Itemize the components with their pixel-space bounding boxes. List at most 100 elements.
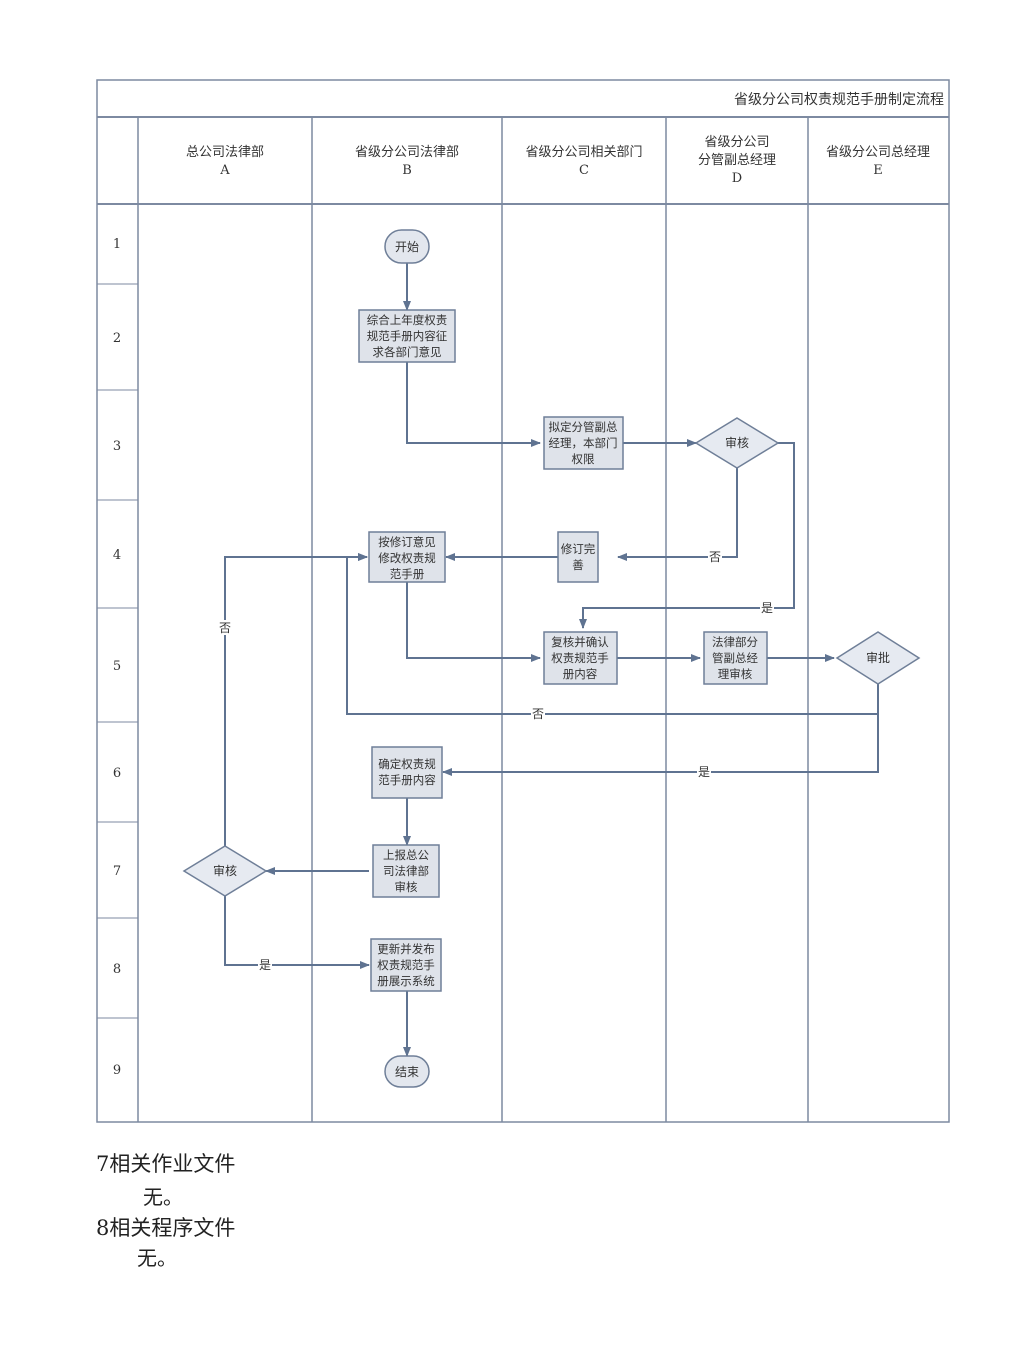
row-number: 3 bbox=[113, 439, 121, 454]
node-b7-line1: 上报总公 bbox=[383, 848, 429, 862]
edge-d3-no-to-c4 bbox=[617, 468, 738, 561]
section-8-body: 无。 bbox=[137, 1246, 177, 1270]
label-bg bbox=[708, 549, 722, 564]
process-box bbox=[543, 631, 618, 685]
row-number: 4 bbox=[113, 548, 121, 563]
node-c3-line1: 拟定分管副总 bbox=[549, 420, 618, 434]
lane-e-name: 省级分公司总经理 bbox=[826, 145, 930, 160]
label-bg bbox=[697, 764, 711, 779]
node-c4: 修订完 善 bbox=[557, 531, 599, 583]
node-end: 结束 bbox=[384, 1055, 430, 1088]
node-b4-line1: 按修订意见 bbox=[378, 535, 436, 549]
lane-c-name: 省级分公司相关部门 bbox=[525, 145, 642, 160]
node-b4-line3: 范手册 bbox=[390, 567, 425, 581]
swimlane-table bbox=[96, 79, 950, 1123]
node-e5-label: 审批 bbox=[866, 650, 890, 665]
label-e5-no: 否 bbox=[532, 707, 544, 721]
row-number: 7 bbox=[113, 864, 121, 879]
flowchart: 省级分公司权责规范手册制定流程 总公司法律部 A 省级分公司法律部 B 省级分公… bbox=[96, 79, 950, 1123]
process-box bbox=[372, 844, 440, 898]
node-c5-line3: 册内容 bbox=[563, 667, 598, 681]
node-b2-line1: 综合上年度权责 bbox=[367, 313, 448, 327]
node-c4-line2: 善 bbox=[572, 558, 584, 572]
edge-e5-yes-to-b6 bbox=[442, 714, 879, 776]
row-number: 9 bbox=[113, 1063, 121, 1078]
node-b8-line2: 权责规范手 bbox=[377, 958, 435, 972]
node-b6: 确定权责规 范手册内容 bbox=[371, 746, 443, 799]
decision-diamond bbox=[835, 631, 921, 685]
section-8-title: 8相关程序文件 bbox=[96, 1216, 236, 1240]
node-b6-line2: 范手册内容 bbox=[378, 773, 436, 787]
label-bg bbox=[760, 600, 774, 615]
node-d3-label: 审核 bbox=[725, 435, 749, 450]
edge-b2-to-c3 bbox=[406, 362, 541, 447]
label-a7-no: 否 bbox=[219, 621, 231, 635]
label-bg bbox=[258, 957, 272, 972]
row-number: 2 bbox=[113, 331, 121, 346]
node-e5: 审批 bbox=[835, 631, 921, 685]
node-b8-line1: 更新并发布 bbox=[377, 942, 435, 956]
lane-c-letter: C bbox=[579, 163, 589, 178]
node-c3: 拟定分管副总 经理，本部门 权限 bbox=[543, 416, 624, 470]
label-d3-no: 否 bbox=[709, 550, 721, 564]
row-number: 1 bbox=[113, 237, 121, 252]
node-d3: 审核 bbox=[694, 417, 780, 469]
edge-b4-to-c5 bbox=[406, 582, 541, 662]
connectors bbox=[224, 263, 879, 1057]
lane-d-name-line2: 分管副总经理 bbox=[698, 153, 776, 168]
node-a7-label: 审核 bbox=[213, 863, 237, 878]
node-d5-line2: 管副总经 bbox=[712, 651, 758, 665]
section-7-body: 无。 bbox=[143, 1185, 183, 1209]
row-number: 6 bbox=[113, 766, 121, 781]
lane-b-letter: B bbox=[402, 163, 412, 178]
node-b7-line2: 司法律部 bbox=[383, 864, 429, 878]
process-box bbox=[371, 746, 443, 799]
lane-d-name-line1: 省级分公司 bbox=[704, 135, 769, 150]
node-a7: 审核 bbox=[182, 845, 268, 897]
node-b8: 更新并发布 权责规范手 册展示系统 bbox=[370, 938, 442, 992]
label-e5-yes: 是 bbox=[698, 765, 710, 779]
process-box bbox=[703, 631, 768, 685]
node-b7: 上报总公 司法律部 审核 bbox=[372, 844, 440, 898]
edge-d3-yes-to-c5 bbox=[579, 442, 795, 629]
row-number: 8 bbox=[113, 962, 121, 977]
edge-a7-yes-to-b8 bbox=[224, 896, 370, 969]
terminator-shape bbox=[384, 1055, 430, 1088]
node-b7-line3: 审核 bbox=[395, 880, 418, 894]
process-box bbox=[543, 416, 624, 470]
node-c4-line1: 修订完 bbox=[561, 542, 596, 556]
process-box bbox=[557, 531, 599, 583]
label-d3-yes: 是 bbox=[761, 601, 773, 615]
decision-diamond bbox=[182, 845, 268, 897]
row-number: 5 bbox=[113, 659, 121, 674]
end-label: 结束 bbox=[395, 1065, 419, 1079]
node-b2-line3: 求各部门意见 bbox=[373, 345, 442, 359]
label-bg bbox=[531, 706, 545, 721]
terminator-shape bbox=[384, 229, 430, 264]
node-d5-line1: 法律部分 bbox=[712, 635, 758, 649]
node-c5-line2: 权责规范手 bbox=[551, 651, 609, 665]
table-border bbox=[96, 79, 950, 1123]
label-bg bbox=[218, 620, 232, 635]
node-c5: 复核并确认 权责规范手 册内容 bbox=[543, 631, 618, 685]
node-b2-line2: 规范手册内容征 bbox=[367, 329, 448, 343]
node-d5-line3: 理审核 bbox=[718, 667, 753, 681]
node-c3-line2: 经理，本部门 bbox=[549, 436, 618, 450]
lane-b-name: 省级分公司法律部 bbox=[355, 145, 459, 160]
lane-a-name: 总公司法律部 bbox=[186, 145, 264, 160]
node-b2: 综合上年度权责 规范手册内容征 求各部门意见 bbox=[358, 309, 456, 363]
label-a7-yes: 是 bbox=[259, 958, 271, 972]
process-box bbox=[358, 309, 456, 363]
process-box bbox=[370, 938, 442, 992]
lane-d-letter: D bbox=[732, 171, 742, 186]
node-c3-line3: 权限 bbox=[572, 452, 595, 466]
edge-labels: 否 是 否 是 否 是 bbox=[218, 549, 774, 972]
decision-diamond bbox=[694, 417, 780, 469]
node-b8-line3: 册展示系统 bbox=[377, 974, 435, 988]
node-b4-line2: 修改权责规 bbox=[378, 551, 436, 565]
section-7-title: 7相关作业文件 bbox=[96, 1152, 236, 1176]
edge-a7-no-to-b4 bbox=[224, 553, 368, 846]
node-start: 开始 bbox=[384, 229, 430, 264]
chart-title: 省级分公司权责规范手册制定流程 bbox=[734, 91, 944, 108]
process-box bbox=[368, 531, 446, 583]
